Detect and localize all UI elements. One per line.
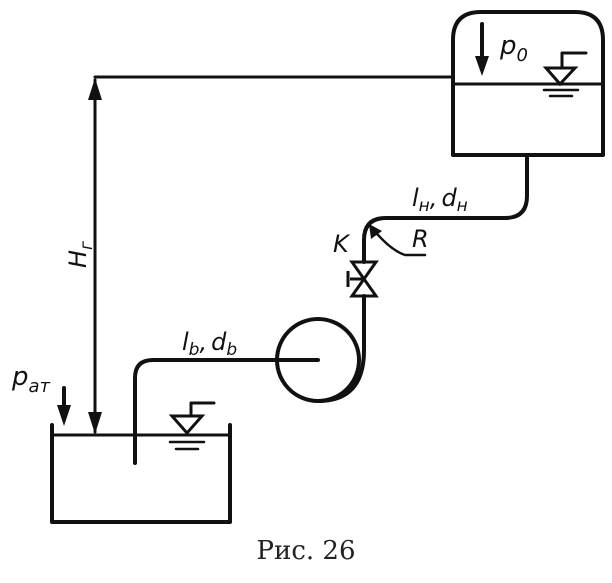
svg-text:lb,db: lb,db bbox=[182, 328, 237, 360]
suction-pipe bbox=[133, 358, 320, 465]
valve-icon bbox=[346, 260, 379, 298]
valve-label: K bbox=[333, 230, 351, 258]
radius-label: R bbox=[412, 225, 429, 253]
height-arrow-up bbox=[88, 78, 102, 100]
discharge-length-label: l bbox=[412, 184, 419, 212]
patm-label: p bbox=[11, 362, 29, 392]
water-level-icon-lower bbox=[168, 401, 216, 451]
p0-subscript: 0 bbox=[517, 45, 528, 66]
p0-arrowhead bbox=[475, 56, 489, 76]
figure-caption: Рис. 26 bbox=[256, 536, 356, 566]
discharge-diameter-label: d bbox=[441, 184, 457, 212]
upper-tank bbox=[451, 10, 605, 157]
radius-arrowhead bbox=[369, 224, 382, 239]
suction-diameter-label: d bbox=[211, 328, 227, 356]
svg-text:lн,dн: lн,dн bbox=[412, 184, 468, 216]
p0-label: p bbox=[499, 31, 517, 61]
height-subscript: г bbox=[77, 241, 97, 250]
water-level-icon bbox=[542, 51, 588, 98]
patm-subscript: ат bbox=[29, 376, 51, 397]
svg-text:pат: pат bbox=[11, 362, 51, 397]
suction-length-label: l bbox=[182, 328, 189, 356]
svg-text:p0: p0 bbox=[499, 31, 528, 66]
patm-arrowhead bbox=[57, 405, 71, 426]
svg-text:Hг: Hг bbox=[64, 241, 97, 268]
height-label: H bbox=[64, 250, 92, 268]
lower-tank bbox=[50, 423, 232, 524]
discharge-diameter-subscript: н bbox=[457, 196, 468, 216]
discharge-length-subscript: н bbox=[419, 196, 430, 216]
suction-diameter-subscript: b bbox=[226, 340, 237, 360]
height-arrow-down bbox=[88, 412, 102, 434]
suction-length-subscript: b bbox=[189, 340, 200, 360]
pump-outlet-pipe bbox=[316, 298, 366, 403]
discharge-separator: , bbox=[430, 184, 438, 212]
suction-separator: , bbox=[199, 328, 207, 356]
discharge-pipe bbox=[362, 153, 529, 242]
